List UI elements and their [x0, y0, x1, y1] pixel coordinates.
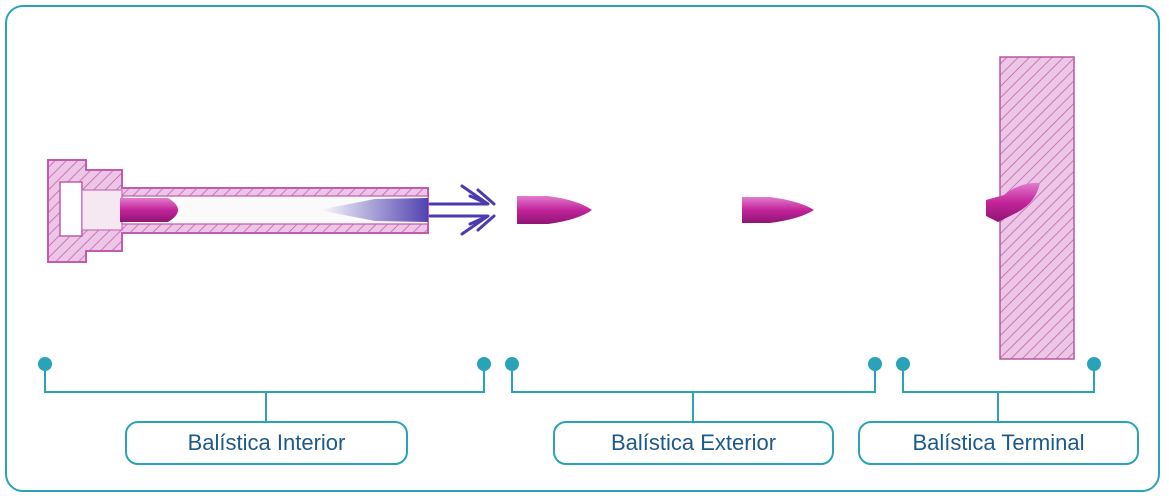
firearm-cross-section — [47, 159, 429, 263]
label-interior-text: Balística Interior — [187, 430, 346, 455]
bracket-interior — [44, 364, 485, 421]
label-exterior-text: Balística Exterior — [610, 430, 777, 455]
muzzle-blast-icon — [428, 184, 496, 236]
chambered-bullet — [120, 198, 178, 222]
propellant-gas — [318, 198, 428, 222]
deformed-bullet — [986, 182, 1040, 222]
bullet-in-flight-far — [742, 197, 814, 223]
label-interior: Balística Interior — [125, 421, 408, 465]
diagram-frame — [5, 5, 1160, 492]
bracket-terminal — [902, 364, 1095, 421]
bracket-endpoint-dots — [38, 357, 1101, 371]
label-terminal: Balística Terminal — [858, 421, 1139, 465]
label-terminal-text: Balística Terminal — [912, 430, 1085, 455]
bracket-exterior — [511, 364, 876, 421]
label-exterior: Balística Exterior — [553, 421, 834, 465]
bullet-in-flight — [517, 196, 592, 224]
